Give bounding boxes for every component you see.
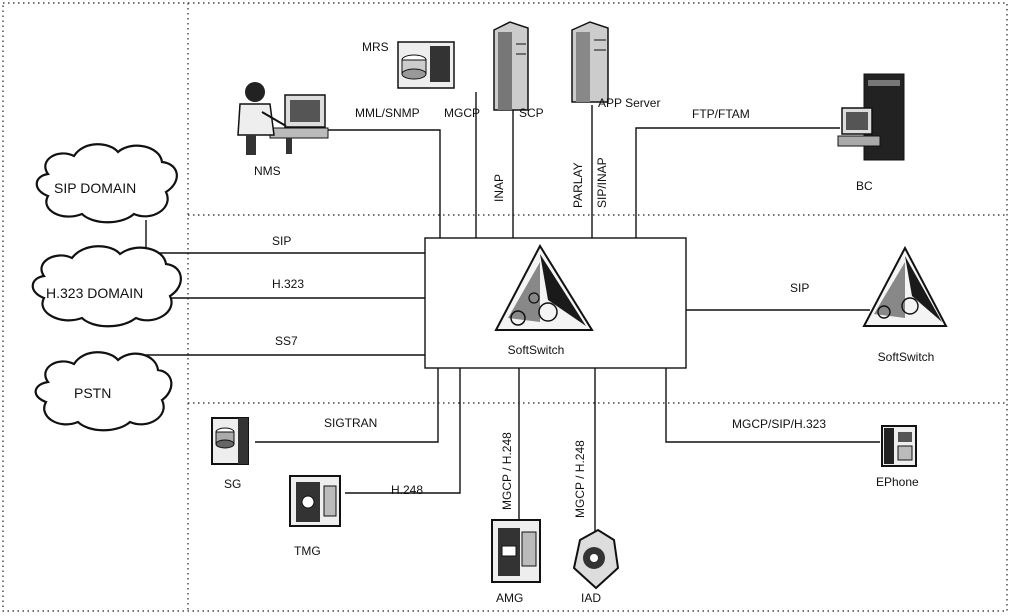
scp-node: SCP <box>494 22 544 120</box>
media-server-icon <box>398 42 454 88</box>
pstn-label: PSTN <box>74 385 111 401</box>
h323-domain-label: H.323 DOMAIN <box>46 285 143 301</box>
softswitch-center-node: SoftSwitch <box>425 238 686 368</box>
access-gateway-icon <box>492 520 540 582</box>
app-server-label: APP Server <box>598 96 660 110</box>
amg-node: AMG <box>492 520 540 605</box>
mrs-node: MRS <box>362 40 454 88</box>
integrated-access-device-icon <box>574 530 618 588</box>
link-label-mml-snmp: MML/SNMP <box>355 106 420 120</box>
link-label-h248: H.248 <box>391 483 423 497</box>
operator-workstation-icon <box>238 82 328 155</box>
nms-node: NMS <box>238 82 328 178</box>
scp-label: SCP <box>519 106 544 120</box>
pstn-cloud: PSTN <box>36 352 172 430</box>
link-label-sip-inap: SIP/INAP <box>595 157 609 208</box>
tmg-node: TMG <box>290 476 340 558</box>
link-label-inap: INAP <box>492 174 506 202</box>
link-label-mgcp-h248-amg: MGCP / H.248 <box>500 432 514 510</box>
link-label-sip-peer: SIP <box>790 281 809 295</box>
trunk-gateway-icon <box>290 476 340 526</box>
sip-domain-label: SIP DOMAIN <box>54 180 136 196</box>
link-label-parlay: PARLAY <box>571 162 585 208</box>
link-label-mgcp-sip-h323: MGCP/SIP/H.323 <box>732 417 826 431</box>
server-tower-icon <box>572 22 608 102</box>
phone-icon <box>882 426 916 466</box>
softswitch-peer-icon <box>864 248 946 326</box>
link-label-h323: H.323 <box>272 277 304 291</box>
mrs-label: MRS <box>362 40 389 54</box>
link-label-ftp-ftam: FTP/FTAM <box>692 107 750 121</box>
link-label-mgcp: MGCP <box>444 106 480 120</box>
ephone-label: EPhone <box>876 475 919 489</box>
amg-label: AMG <box>496 591 523 605</box>
server-tower-icon <box>494 22 528 110</box>
sg-label: SG <box>224 477 241 491</box>
signaling-gateway-icon <box>212 418 248 464</box>
softswitch-peer-node: SoftSwitch <box>864 248 946 364</box>
link-label-mgcp-h248-iad: MGCP / H.248 <box>573 440 587 518</box>
app-server-node: APP Server <box>572 22 660 110</box>
link-label-sip-domain: SIP <box>272 234 291 248</box>
link-label-sigtran: SIGTRAN <box>324 416 377 430</box>
nms-label: NMS <box>254 164 281 178</box>
softswitch-center-label: SoftSwitch <box>508 343 565 357</box>
desktop-computer-icon <box>838 74 904 160</box>
tmg-label: TMG <box>294 544 321 558</box>
iad-label: IAD <box>581 591 601 605</box>
softswitch-peer-label: SoftSwitch <box>878 350 935 364</box>
ephone-node: EPhone <box>876 426 919 489</box>
h323-domain-cloud: H.323 DOMAIN <box>33 246 181 326</box>
sip-domain-cloud: SIP DOMAIN <box>37 144 177 222</box>
bc-label: BC <box>856 179 873 193</box>
bc-node: BC <box>838 74 904 193</box>
iad-node: IAD <box>574 530 618 605</box>
sg-node: SG <box>212 418 248 491</box>
link-label-ss7: SS7 <box>275 334 298 348</box>
